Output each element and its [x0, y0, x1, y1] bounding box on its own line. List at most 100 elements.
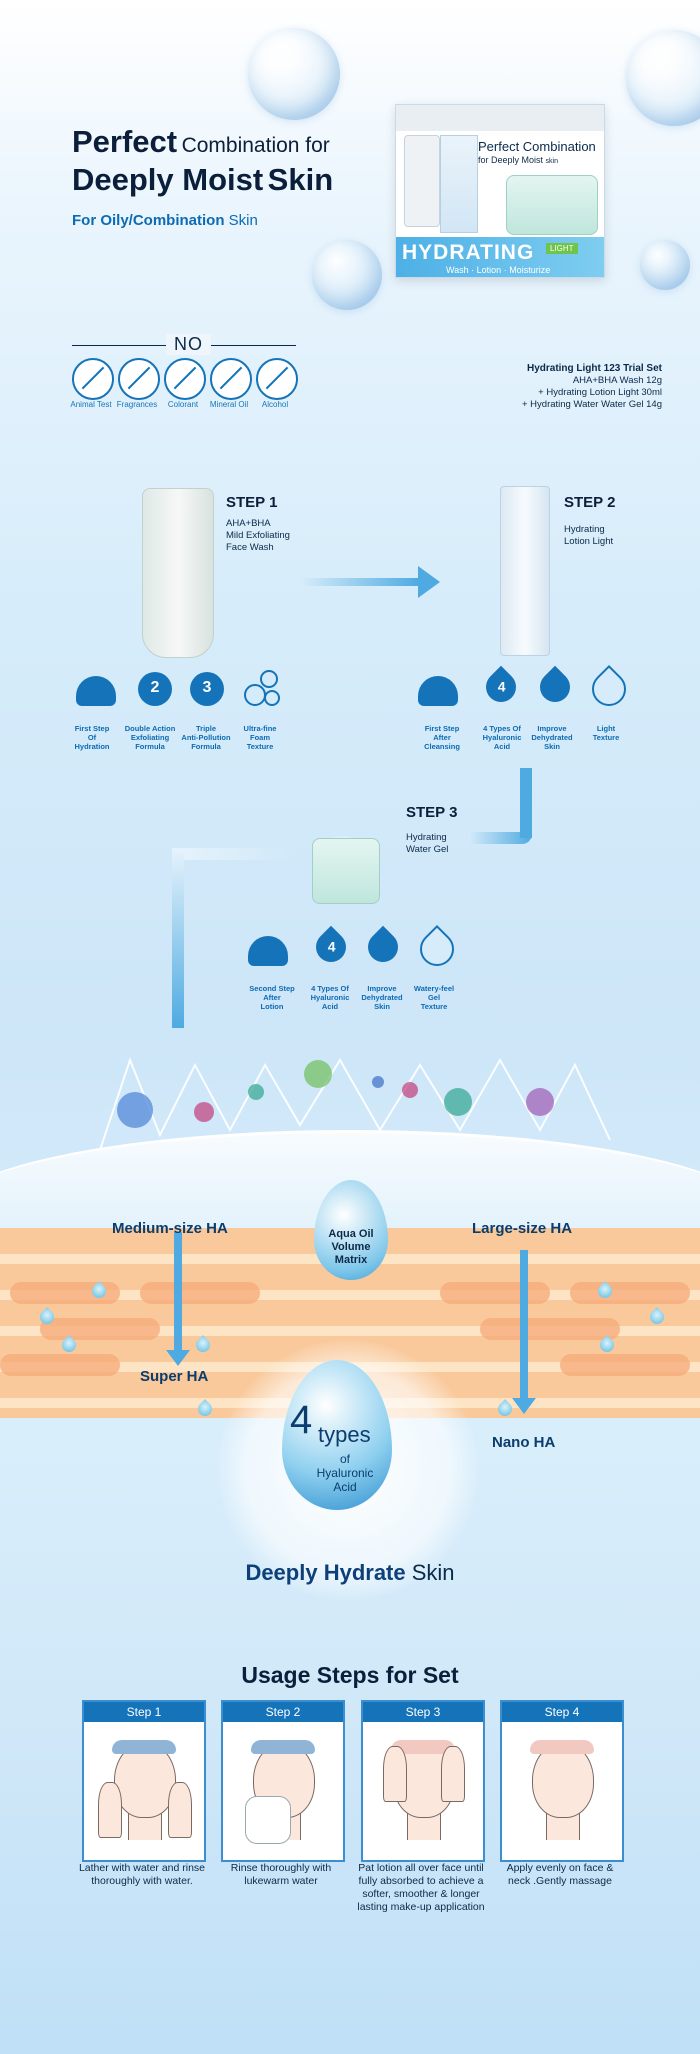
center-hyaluronic-text: Hyaluronic [316, 1466, 374, 1480]
skin-cell [480, 1318, 620, 1340]
feature-label-line: After [263, 993, 281, 1002]
feature-label-line: Improve [537, 724, 567, 733]
drop-lock-icon [533, 665, 577, 709]
step3-desc-line: Hydrating [406, 832, 447, 843]
large-ha-label: Large-size HA [472, 1220, 573, 1237]
feature-label-line: Formula [191, 742, 221, 751]
usage-step-desc: Pat lotion all over face until fully abs… [357, 1862, 485, 1913]
ha-arrow-right [520, 1250, 528, 1400]
feature-label-line: 4 Types Of [311, 984, 349, 993]
feature-label-line: Improve [367, 984, 397, 993]
no-item-label: Alcohol [261, 400, 289, 409]
bubble-decoration [640, 240, 690, 290]
feature-label-line: Formula [135, 742, 165, 751]
feature-label-line: Watery-feel [413, 984, 455, 993]
big-drop-icon [282, 1360, 392, 1510]
feature-label-line: Texture [592, 733, 620, 742]
flask-2-icon: 2 [138, 672, 172, 706]
title-skin: Skin [267, 162, 334, 197]
feature-label-line: Acid [321, 1002, 339, 1011]
hand-shape [441, 1746, 465, 1802]
usage-step-label: Step 3 [363, 1702, 483, 1722]
types-word: types [318, 1422, 371, 1447]
deeply-hydrate-heading: Deeply Hydrate Skin [0, 1560, 700, 1586]
box-bottle-icon [440, 135, 478, 233]
drop-4-icon: 4 [479, 665, 523, 709]
water-gel-jar-image [312, 838, 380, 904]
feature-label-line: 4 Types Of [483, 724, 521, 733]
center-acid-text: Acid [333, 1480, 357, 1494]
step2-desc-line: Lotion Light [564, 536, 614, 547]
deeply-hydrate-rest: Skin [411, 1560, 455, 1585]
drop-watery-icon [412, 924, 462, 974]
feature-label-line: Second Step [249, 984, 295, 993]
step3-title: STEP 3 [406, 804, 458, 821]
hand-water-icon [248, 936, 288, 966]
no-item-label: Mineral Oil [209, 400, 249, 409]
box-subtitle: for Deeply Moist skin [478, 155, 558, 165]
ha-arrow-left [174, 1232, 182, 1352]
usage-card-step1: Step 1 [82, 1700, 206, 1862]
box-light-tag: LIGHT [546, 243, 578, 254]
feature-label-line: Texture [420, 1002, 448, 1011]
box-top-strip [396, 105, 604, 131]
usage-step-label: Step 1 [84, 1702, 204, 1722]
feature-label-line: Acid [493, 742, 511, 751]
bottle-icon [256, 358, 298, 400]
arrow-down-icon [166, 1350, 190, 1366]
usage-step-label: Step 4 [502, 1702, 622, 1722]
four-number: 4 [290, 1398, 313, 1442]
step2-desc: Hydrating Lotion Light [564, 524, 613, 548]
feature-label-line: Anti-Pollution [181, 733, 231, 742]
skin-cell [140, 1282, 260, 1304]
headband-shape [112, 1740, 176, 1754]
bubble-decoration [248, 28, 340, 120]
face-wash-tube-image [142, 488, 214, 658]
feature-label-line: Of [87, 733, 97, 742]
box-brand-text: HYDRATING [402, 241, 535, 264]
skin-cell [40, 1318, 160, 1340]
page-title-line2: Deeply Moist Skin [72, 162, 333, 198]
product-box-image: Perfect Combination for Deeply Moist ski… [395, 104, 605, 278]
box-subtitle-main: for Deeply Moist [478, 155, 544, 165]
connector-line [520, 768, 532, 838]
step1-title: STEP 1 [226, 494, 278, 511]
no-title: NO [166, 334, 211, 355]
step1-desc-line: Mild Exfoliating [226, 530, 290, 541]
skin-cell [560, 1354, 690, 1376]
drop-lock-icon [361, 925, 405, 969]
skin-cell [570, 1282, 690, 1304]
hand-water-icon [76, 676, 116, 706]
feature-label-line: Hyaluronic [482, 733, 522, 742]
matrix-line: Volume [331, 1241, 371, 1253]
hand-water-icon [418, 676, 458, 706]
feature-label-line: Light [596, 724, 616, 733]
hand-shape [98, 1782, 122, 1838]
hyaluronic-acid-label: of Hyaluronic Acid [282, 1452, 408, 1494]
title-deeply-moist: Deeply Moist [72, 162, 264, 197]
arrow-step1-to-step2 [300, 578, 420, 586]
flask-icon [164, 358, 206, 400]
feature-label-line: First Step [424, 724, 460, 733]
feature-label-line: Gel [427, 993, 441, 1002]
feature-label-line: Lotion [260, 1002, 284, 1011]
box-tube-icon [404, 135, 440, 227]
trial-set-line: + Hydrating Water Water Gel 14g [521, 399, 662, 410]
feature-label-line: Ultra-fine [243, 724, 277, 733]
matrix-line: Matrix [334, 1254, 368, 1266]
page-subtitle: For Oily/Combination Skin [72, 212, 258, 229]
feature-label-line: First Step [74, 724, 110, 733]
flask-3-icon: 3 [190, 672, 224, 706]
face-illustration [532, 1742, 594, 1818]
arrow-head-icon [418, 566, 440, 598]
trial-set-line: AHA+BHA Wash 12g [572, 375, 662, 386]
title-perfect: Perfect [72, 124, 178, 159]
face-illustration [114, 1742, 176, 1818]
